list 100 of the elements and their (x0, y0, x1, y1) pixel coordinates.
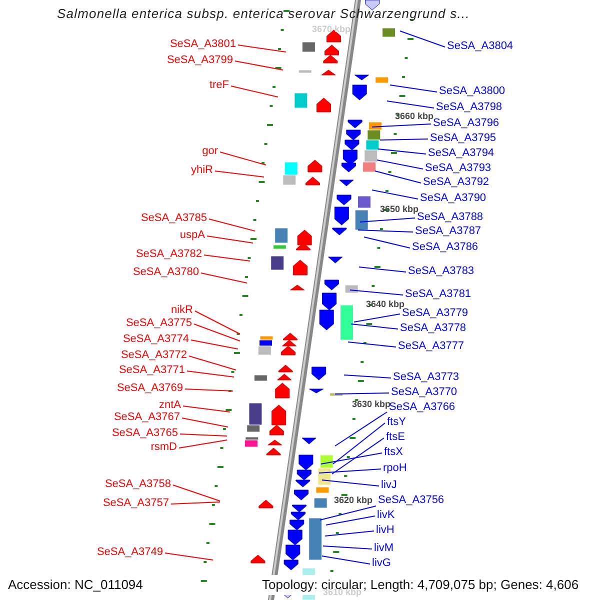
scale-label: 3660 kbp (395, 112, 434, 121)
leader-line (182, 406, 230, 412)
gene-label: SeSA_A3796 (433, 117, 500, 130)
leader-line (172, 484, 220, 502)
gene-label: SeSA_A3785 (140, 212, 207, 225)
leader-line (358, 266, 406, 272)
gene-label: rsmD (150, 441, 177, 454)
gene-label: SeSA_A3778 (400, 322, 466, 335)
leader-line (320, 506, 376, 520)
leader-line (164, 552, 214, 560)
leader-line (204, 254, 250, 262)
leader-line (390, 84, 438, 92)
leader-line (182, 418, 228, 428)
gene-label: livK (377, 509, 395, 522)
leader-line (180, 434, 228, 436)
gene-label: SeSA_A3758 (104, 478, 171, 491)
leader-line (190, 340, 238, 350)
gene-label: SeSA_A3782 (136, 248, 202, 261)
gene-label: SeSA_A3793 (425, 162, 492, 175)
leader-line (334, 412, 388, 446)
leader-line (322, 546, 372, 550)
leader-line (322, 480, 380, 486)
gene-label: treF (209, 79, 229, 92)
gene-label: ftsY (387, 416, 406, 429)
gene-label: SeSA_A3781 (405, 288, 472, 301)
scale-label: 3610 kbp (323, 588, 362, 597)
gene-label: SeSA_A3777 (398, 340, 464, 353)
gene-label: SeSA_A3771 (118, 364, 185, 377)
gene-label: livM (374, 542, 394, 555)
gene-label: SeSA_A3799 (166, 54, 233, 67)
leader-line (318, 468, 382, 474)
leader-line (206, 236, 254, 244)
gene-label: rpoH (383, 462, 407, 475)
gene-label: yhiR (190, 164, 213, 177)
leader-line (332, 438, 384, 474)
gene-label: SeSA_A3804 (447, 40, 514, 53)
gene-label: SeSA_A3766 (389, 401, 456, 414)
scale-label: 3620 kbp (334, 496, 373, 505)
leader-line (348, 342, 396, 348)
leader-line (364, 236, 410, 248)
leader-line (238, 44, 286, 52)
leader-line (400, 30, 446, 48)
leader-line (334, 392, 390, 394)
leader-line (324, 530, 374, 536)
leader-line (322, 556, 370, 564)
gene-label: uspA (180, 229, 205, 242)
leader-line (320, 452, 382, 464)
leader-line (358, 230, 414, 232)
leader-line (230, 86, 278, 98)
gene-label: SeSA_A3788 (417, 211, 484, 224)
gene-label: SeSA_A3795 (430, 132, 496, 145)
gene-label: SeSA_A3798 (436, 101, 502, 114)
leader-line (326, 516, 376, 526)
leader-line (214, 170, 264, 178)
leader-line (374, 170, 422, 184)
leader-line (354, 314, 400, 322)
gene-label: livJ (381, 479, 397, 492)
leader-line (372, 190, 418, 200)
gene-label: SeSA_A3767 (114, 411, 180, 424)
leader-line (360, 218, 416, 222)
leader-line (350, 290, 404, 296)
gene-label: SeSA_A3800 (439, 85, 506, 98)
gene-label: SeSA_A3794 (428, 147, 494, 160)
gene-label: SeSA_A3757 (102, 497, 169, 510)
leader-line (200, 272, 248, 284)
gene-label: SeSA_A3765 (112, 427, 178, 440)
leader-line (184, 388, 234, 392)
leader-line (188, 356, 236, 370)
leader-line (386, 100, 434, 108)
gene-label: zntA (158, 399, 181, 412)
gene-label: SeSA_A3779 (402, 307, 468, 320)
leader-line (380, 138, 428, 140)
gene-label: SeSA_A3792 (423, 176, 490, 189)
gene-label: SeSA_A3773 (393, 371, 460, 384)
leader-line (194, 310, 240, 334)
leader-line (376, 160, 424, 170)
leader-line (344, 374, 392, 378)
gene-label: livH (376, 524, 394, 537)
leader-line (186, 370, 234, 378)
scale-label: 3630 kbp (352, 400, 391, 409)
gene-label: nikR (170, 304, 193, 317)
leader-line (378, 148, 426, 154)
leader-line (234, 60, 284, 70)
gene-label: SeSA_A3769 (116, 382, 183, 395)
leader-line (170, 502, 220, 504)
leader-line (194, 324, 240, 342)
gene-label: gor (202, 145, 218, 158)
gene-label: SeSA_A3790 (420, 192, 486, 205)
gene-label: SeSA_A3801 (170, 38, 236, 51)
gene-label: livG (372, 557, 391, 570)
scale-label: 3640 kbp (366, 300, 405, 309)
gene-label: SeSA_A3772 (120, 349, 187, 362)
gene-label: SeSA_A3775 (126, 317, 192, 330)
leader-line (178, 440, 228, 448)
leader-line (220, 152, 266, 166)
gene-label: SeSA_A3783 (408, 265, 474, 278)
leader-line (372, 124, 432, 128)
gene-label: ftsE (386, 431, 405, 444)
gene-label: ftsX (384, 446, 403, 459)
gene-label: SeSA_A3756 (378, 494, 444, 507)
